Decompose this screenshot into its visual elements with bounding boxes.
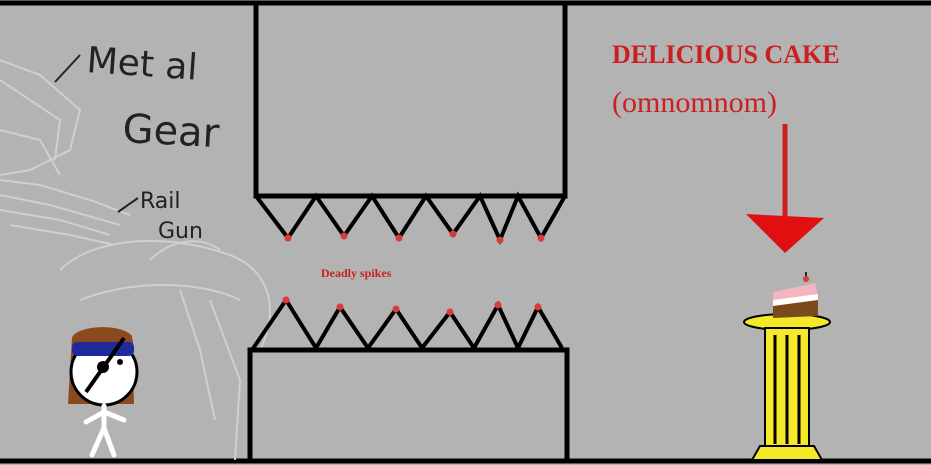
upper-spikes xyxy=(254,191,567,246)
metal-gear-label-group: Met al Gear Rail Gun xyxy=(54,40,221,244)
cake-icon xyxy=(773,272,818,318)
player-arm-left xyxy=(83,409,107,425)
player-leg-left xyxy=(89,425,107,458)
label-metal: Met al xyxy=(85,40,198,89)
metal-gear-ghost-sketch xyxy=(0,59,271,461)
cake-pillar xyxy=(743,313,831,461)
goal-subtitle: (omnomnom) xyxy=(612,86,777,119)
goal-arrow-icon xyxy=(746,124,824,253)
upper-spike-tips xyxy=(284,230,545,244)
label-pointer-line xyxy=(54,54,81,83)
label-gear: Gear xyxy=(121,106,220,157)
pillar-base xyxy=(750,445,824,461)
label-pointer-line-2 xyxy=(117,197,139,213)
upper-crusher-block xyxy=(253,3,568,246)
player-eyepatch xyxy=(97,361,109,373)
player-arm-right xyxy=(101,409,127,423)
lower-spike-tips xyxy=(282,296,542,316)
goal-title: DELICIOUS CAKE xyxy=(612,40,840,69)
lower-crusher-block xyxy=(247,296,570,461)
player-leg-right xyxy=(101,425,117,458)
cake-cherry xyxy=(803,276,809,282)
label-gun: Gun xyxy=(158,219,203,244)
deadly-spikes-label: Deadly spikes xyxy=(321,266,392,280)
player-headband xyxy=(72,342,134,356)
player-eye xyxy=(117,359,123,365)
label-rail: Rail xyxy=(140,189,181,214)
lower-spikes xyxy=(250,296,564,353)
player-stick-figure xyxy=(68,327,139,458)
